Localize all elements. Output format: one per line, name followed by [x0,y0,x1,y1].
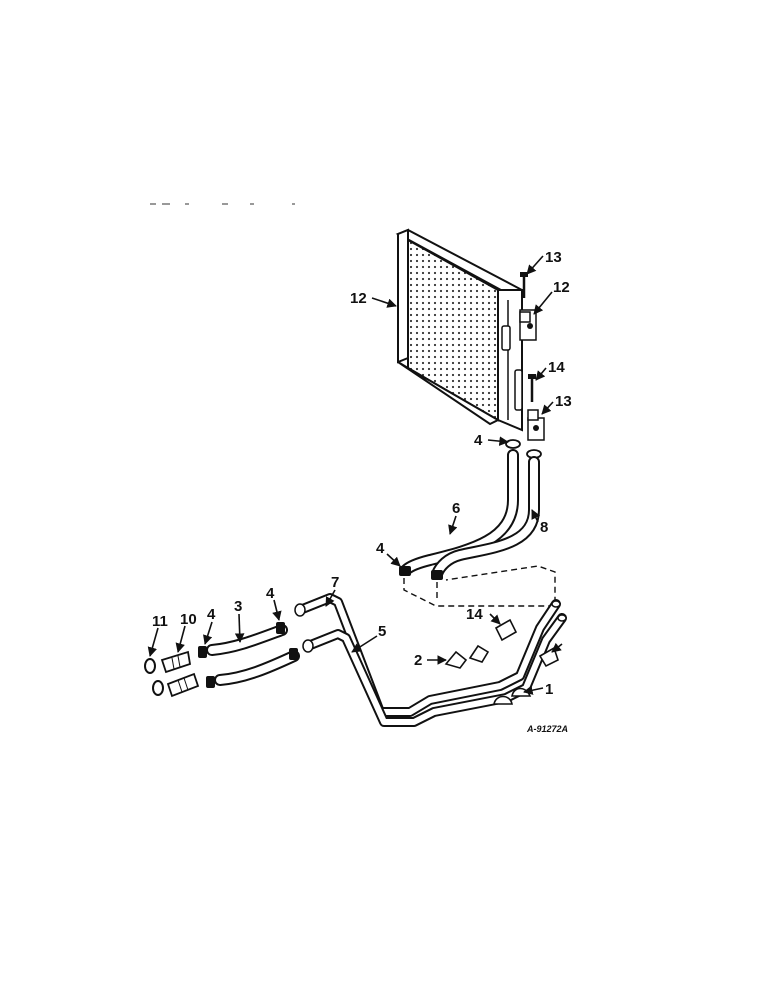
callout-4-cooler: 4 [474,432,483,449]
dashed-route-lines [403,565,556,607]
callout-4-lower-left: 4 [207,606,216,623]
hose-10 [431,456,540,580]
callout-5: 5 [378,623,386,640]
scan-artifacts [150,203,295,205]
callout-4-hose: 4 [376,540,385,557]
callout-13-lower: 14 [548,359,565,376]
callout-11: 12 [350,290,367,307]
hose-clamps-left [198,622,298,688]
oil-cooler-radiator [395,228,545,441]
callout-14-upper: 14 [466,606,483,623]
bolt-upper [520,272,528,298]
callout-3: 3 [234,598,242,615]
nut-upper [519,311,531,323]
leader-lines [147,255,563,695]
o-rings [144,658,164,696]
clip-14-upper [494,618,518,642]
hose-3-lower [214,650,300,686]
callout-4-upper-left: 4 [266,585,275,602]
clip-2 [444,644,490,669]
callout-9: 11 [152,613,168,630]
tube-5 [303,613,567,727]
bolt-lower [528,374,536,402]
elbow-fitting-upper [160,650,192,674]
callout-13-upper: 13 [545,249,562,266]
hose-3-upper [206,624,288,656]
elbow-fitting-lower [166,672,200,698]
tube-ends [294,600,567,653]
callout-2: 2 [414,652,422,669]
callout-7: 7 [331,574,339,591]
callout-8: 10 [180,611,197,628]
callout-1: 1 [545,681,553,698]
callout-labels: 12 13 12 14 13 4 8 6 4 7 5 3 4 4 10 11 1… [152,249,572,734]
callout-12-upper: 12 [553,279,570,296]
callout-10: 8 [540,519,548,536]
nut-lower [527,409,539,421]
reference-code: A-91272A [526,724,568,734]
callout-6: 6 [452,500,460,517]
callout-12-lower: 13 [555,393,572,410]
hose-clamps-lower [399,566,443,580]
